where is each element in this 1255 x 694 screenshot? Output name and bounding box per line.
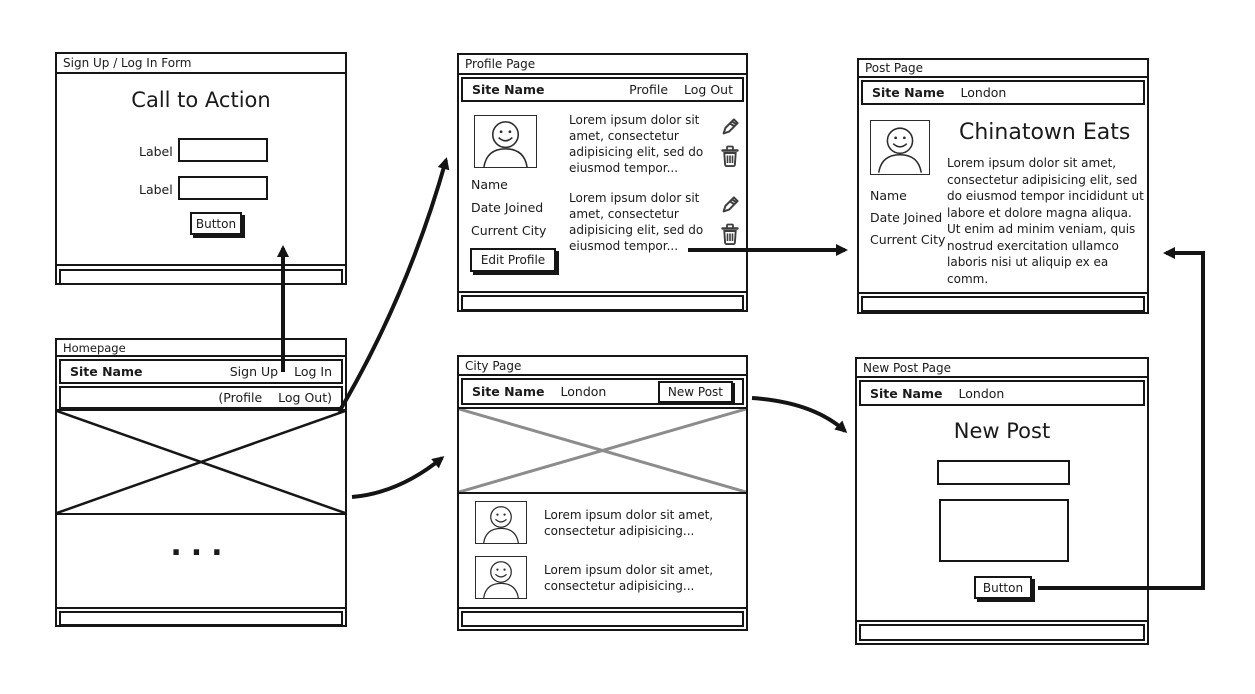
nav-link-logout[interactable]: Log Out (684, 82, 733, 97)
field2-label: Label (139, 182, 173, 197)
nav-link-signup[interactable]: Sign Up (229, 364, 279, 379)
homepage-navbar: Site Name Sign Up Log In (59, 359, 343, 384)
homepage-panel: Homepage Site Name Sign Up Log In (Profi… (55, 338, 347, 627)
post-item-text: Lorem ipsum dolor sit amet, consectetur … (569, 113, 704, 175)
list-item-avatar (475, 556, 527, 599)
edit-post-icon[interactable] (717, 193, 742, 218)
newpost-footer-bar (859, 624, 1145, 641)
homepage-navbar-secondary: (Profile Log Out) (59, 386, 343, 409)
list-item-text[interactable]: Lorem ipsum dolor sit amet, consectetur … (544, 563, 714, 593)
nav-link-logout[interactable]: Log Out) (278, 390, 332, 405)
newpost-panel: New Post Page Site Name London New Post … (855, 357, 1149, 645)
city-name: London (958, 385, 1005, 401)
signup-submit-button[interactable]: Button (190, 212, 242, 235)
signup-panel-title: Sign Up / Log In Form (57, 54, 345, 74)
post-panel-title: Post Page (859, 60, 1147, 78)
newpost-panel-title: New Post Page (857, 359, 1147, 378)
hero-image-placeholder (57, 409, 345, 515)
post-label-name: Name (870, 188, 907, 203)
person-icon (483, 561, 519, 598)
crossed-box-icon (57, 411, 345, 513)
nav-link-login[interactable]: Log In (294, 364, 332, 379)
profile-label-current-city: Current City (471, 223, 547, 238)
homepage-panel-title: Homepage (57, 340, 345, 357)
site-name: Site Name (472, 82, 545, 97)
post-navbar: Site Name London (861, 80, 1145, 105)
nav-link-profile[interactable]: (Profile (218, 390, 263, 405)
homepage-content-divider (57, 607, 345, 609)
site-name: Site Name (70, 364, 143, 379)
person-icon (877, 127, 923, 173)
delete-post-icon[interactable] (720, 144, 740, 168)
profile-avatar (474, 115, 537, 168)
content-ellipsis: ... (170, 528, 232, 563)
crossed-box-icon (459, 409, 746, 492)
newpost-submit-button[interactable]: Button (974, 576, 1032, 599)
post-label-current-city: Current City (870, 232, 946, 247)
post-item-text: Lorem ipsum dolor sit amet, consectetur … (569, 191, 704, 253)
list-item-avatar (475, 501, 527, 544)
trash-icon (721, 145, 739, 168)
field1-input[interactable] (178, 138, 268, 162)
nav-link-profile[interactable]: Profile (629, 82, 669, 97)
person-icon (483, 121, 528, 167)
city-name: London (560, 384, 607, 399)
signup-panel: Sign Up / Log In Form Call to Action Lab… (55, 52, 347, 285)
profile-content-divider (459, 291, 746, 293)
edit-profile-button[interactable]: Edit Profile (470, 248, 556, 272)
signup-content-divider (57, 264, 345, 266)
profile-label-date-joined: Date Joined (471, 200, 544, 215)
post-body-textarea[interactable] (939, 499, 1069, 562)
list-item-text[interactable]: Lorem ipsum dolor sit amet, consectetur … (544, 508, 714, 538)
post-body-text: Lorem ipsum dolor sit amet, consectetur … (947, 156, 1144, 286)
profile-panel-title: Profile Page (459, 55, 746, 75)
post-title: Chinatown Eats (959, 120, 1131, 145)
pencil-icon (722, 196, 739, 213)
profile-footer-bar (461, 295, 744, 311)
city-panel: City Page Site Name London New Post Lore… (457, 355, 748, 631)
site-name: Site Name (870, 385, 943, 401)
newpost-heading: New Post (953, 419, 1051, 443)
profile-navbar: Site Name Profile Log Out (461, 77, 744, 102)
city-content-divider (459, 607, 746, 609)
signup-heading: Call to Action (131, 88, 271, 112)
newpost-navbar: Site Name London (859, 380, 1145, 406)
homepage-footer-bar (59, 611, 343, 626)
arrow-homepage-to-city (351, 456, 445, 499)
arrow-homepage-to-profile (337, 157, 450, 414)
post-title-input[interactable] (937, 460, 1070, 485)
signup-footer-bar (59, 269, 343, 285)
trash-icon (721, 223, 739, 246)
pencil-icon (722, 118, 739, 135)
city-navbar: Site Name London New Post (461, 378, 744, 405)
site-name: Site Name (872, 85, 945, 100)
edit-post-icon[interactable] (717, 115, 742, 140)
city-image-placeholder (459, 407, 746, 494)
post-label-date-joined: Date Joined (870, 210, 943, 225)
field2-input[interactable] (178, 176, 268, 200)
site-name: Site Name (472, 384, 545, 399)
delete-post-icon[interactable] (720, 222, 740, 246)
post-content-divider (859, 292, 1147, 294)
post-panel: Post Page Site Name London Chinatown Eat… (857, 58, 1149, 314)
newpost-content-divider (857, 620, 1147, 622)
city-panel-title: City Page (459, 357, 746, 376)
post-footer-bar (861, 296, 1145, 312)
profile-label-name: Name (471, 177, 508, 192)
field1-label: Label (139, 144, 173, 159)
new-post-button[interactable]: New Post (657, 380, 733, 403)
arrow-city-to-newpost (751, 396, 848, 434)
post-author-avatar (870, 120, 930, 175)
city-name: London (960, 85, 1007, 100)
profile-panel: Profile Page Site Name Profile Log Out L… (457, 53, 748, 312)
city-footer-bar (461, 611, 744, 627)
person-icon (483, 506, 519, 543)
